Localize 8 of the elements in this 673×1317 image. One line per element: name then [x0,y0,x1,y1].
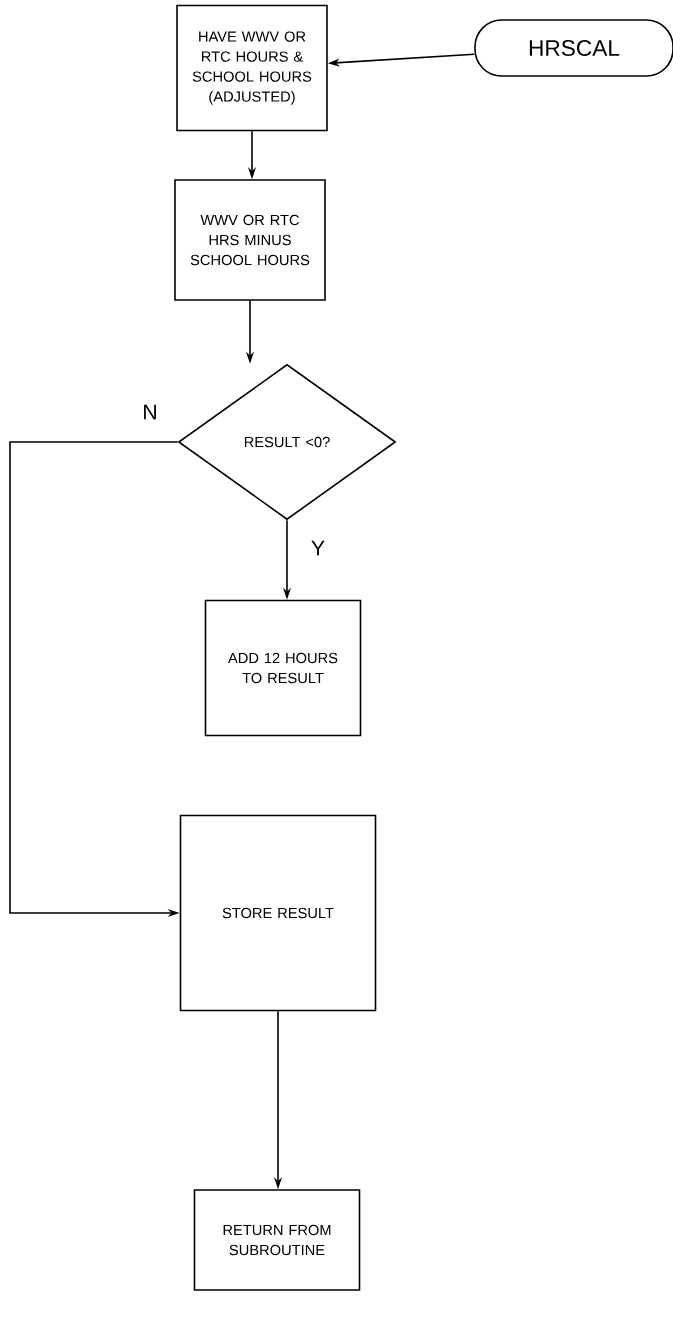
edge-label: N [140,403,160,421]
process-box: STORE RESULT [179,814,377,1012]
edge-label: Y [309,539,327,557]
process-box: HAVE WWV OR RTC HOURS & SCHOOL HOURS (ADJUSTED) [176,4,328,132]
process-box: WWV OR RTC HRS MINUS SCHOOL HOURS [174,179,326,301]
terminal-box: HRSCAL [474,19,673,77]
process-box: ADD 12 HOURS TO RESULT [204,599,362,737]
process-box: RETURN FROM SUBROUTINE [193,1189,361,1291]
